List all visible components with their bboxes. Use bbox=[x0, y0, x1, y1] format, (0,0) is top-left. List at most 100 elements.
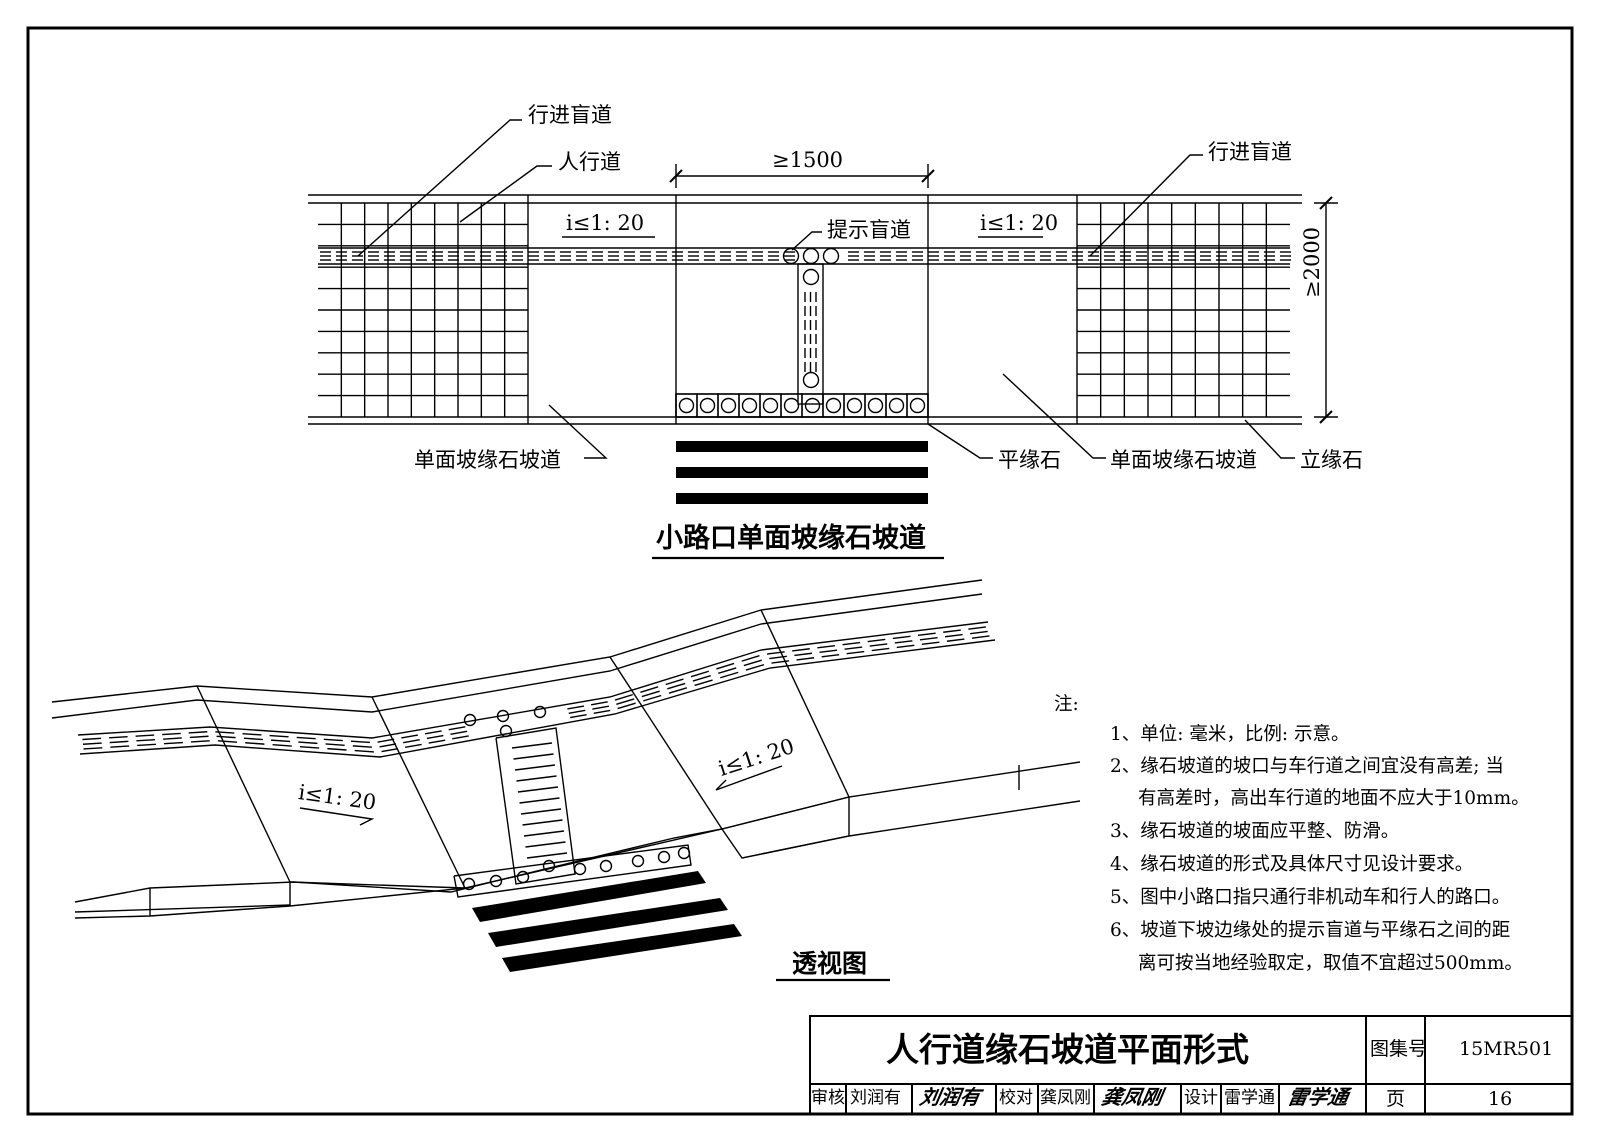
crosswalk-stripe bbox=[676, 441, 928, 452]
tactile-bar bbox=[665, 678, 684, 686]
atlas-number: 15MR501 bbox=[1459, 1038, 1554, 1060]
note-item: 4、缘石坡道的形式及具体尺寸见设计要求。 bbox=[1110, 854, 1474, 875]
tactile-bar bbox=[426, 734, 444, 740]
warning-dot bbox=[463, 713, 477, 727]
tactile-bar bbox=[82, 742, 102, 745]
warning-dot bbox=[802, 371, 820, 389]
tactile-bar bbox=[640, 686, 659, 693]
sheet-border bbox=[26, 26, 1574, 1116]
tactile-bar bbox=[769, 655, 787, 660]
tactile-bar bbox=[164, 741, 183, 745]
tactile-bar bbox=[163, 737, 182, 740]
label-ramp-left: 单面坡缘石坡道 bbox=[414, 448, 561, 472]
drawing-title: 人行道缘石坡道平面形式 bbox=[886, 1030, 1249, 1069]
warning-dot bbox=[496, 709, 510, 723]
tactile-bar bbox=[946, 638, 965, 642]
tactile-bar bbox=[971, 635, 990, 639]
crosswalk-stripe bbox=[472, 871, 706, 922]
title-block bbox=[809, 1015, 1573, 1115]
note-item: 6、坡道下坡边缘处的提示盲道与平缘石之间的距 bbox=[1110, 920, 1511, 941]
tactile-bar bbox=[135, 734, 155, 737]
tactile-bar bbox=[590, 701, 608, 706]
tactile-bar bbox=[694, 679, 713, 687]
warning-dot bbox=[599, 859, 613, 873]
note-item: 2、缘石坡道的坡口与车行道之间宜没有高差; 当 bbox=[1110, 756, 1504, 777]
tactile-bar bbox=[896, 644, 915, 649]
guide-bar bbox=[522, 819, 563, 826]
tactile-bar bbox=[217, 740, 238, 743]
review-label: 审核 bbox=[811, 1088, 845, 1108]
warning-dot bbox=[542, 859, 556, 873]
warning-dot bbox=[909, 397, 926, 414]
tactile-bar bbox=[350, 740, 370, 744]
crosswalk-stripe bbox=[676, 493, 928, 504]
warning-dot bbox=[846, 397, 863, 414]
sidewalk-paving-left bbox=[318, 203, 528, 417]
tactile-bar bbox=[892, 635, 911, 640]
guide-bar bbox=[526, 852, 568, 859]
warning-dot bbox=[888, 397, 905, 414]
label-ramp-right: 单面坡缘石坡道 bbox=[1110, 448, 1257, 472]
tactile-bar bbox=[894, 640, 913, 644]
tactile-bar bbox=[568, 709, 586, 714]
tactile-bar bbox=[745, 663, 765, 671]
tactile-bar bbox=[109, 740, 129, 744]
warning-dot bbox=[677, 846, 691, 860]
warning-dot bbox=[631, 854, 645, 868]
guide-bar bbox=[517, 786, 559, 793]
tactile-bar bbox=[643, 694, 662, 702]
tactile-bar bbox=[450, 730, 468, 735]
note-item: 有高差时，高出车行道的地面不应大于10mm。 bbox=[1138, 788, 1530, 809]
tactile-bar bbox=[846, 650, 865, 655]
tactile-bar bbox=[403, 739, 420, 744]
warning-dot bbox=[573, 862, 587, 876]
warning-dot bbox=[462, 877, 476, 891]
tactile-bar bbox=[245, 742, 265, 745]
tactile-bar bbox=[819, 649, 838, 654]
checker-name: 龚凤刚 bbox=[1040, 1088, 1091, 1108]
tactile-bar bbox=[716, 662, 735, 670]
tactile-bar bbox=[871, 647, 890, 652]
crosswalk-stripe bbox=[502, 924, 742, 972]
tactile-bar bbox=[817, 644, 836, 649]
tactile-bar bbox=[424, 730, 442, 735]
tactile-bar bbox=[720, 671, 739, 679]
label-flat-curb: 平缘石 bbox=[998, 448, 1061, 472]
tactile-bar bbox=[917, 632, 936, 637]
tactile-bar bbox=[821, 653, 840, 658]
label-warning-path: 提示盲道 bbox=[827, 218, 911, 242]
note-item: 5、图中小路口指只通行非机动车和行人的路口。 bbox=[1110, 887, 1511, 908]
tactile-bar bbox=[743, 659, 762, 667]
tactile-bar bbox=[567, 705, 585, 710]
tactile-bar bbox=[692, 674, 711, 682]
atlas-label: 图集号 bbox=[1370, 1038, 1428, 1060]
tactile-bar bbox=[272, 744, 292, 747]
designer-signature: 雷学通 bbox=[1285, 1085, 1351, 1109]
warning-dot bbox=[782, 247, 800, 265]
vertical-guide-bars bbox=[804, 292, 817, 372]
tactile-bar bbox=[771, 660, 790, 664]
tactile-bar bbox=[188, 731, 208, 734]
tactile-bar bbox=[242, 732, 262, 736]
tactile-bar bbox=[970, 630, 988, 635]
tactile-bar bbox=[269, 734, 289, 738]
warning-dot bbox=[489, 874, 503, 888]
tactile-bar bbox=[108, 735, 128, 739]
tactile-bar bbox=[919, 636, 938, 641]
warning-dot bbox=[825, 397, 842, 414]
tactile-bar bbox=[401, 734, 419, 739]
tactile-bar bbox=[617, 702, 636, 710]
guide-bar bbox=[514, 764, 556, 771]
tactile-bar bbox=[592, 705, 610, 710]
note-item: 3、缘石坡道的坡面应平整、防滑。 bbox=[1110, 821, 1400, 842]
warning-tactile-dots bbox=[675, 247, 929, 418]
warning-dot bbox=[804, 397, 821, 414]
warning-dot bbox=[516, 870, 530, 884]
tactile-bar bbox=[944, 633, 963, 638]
guide-bar bbox=[520, 808, 562, 815]
warning-dot bbox=[802, 247, 820, 265]
tactile-bar bbox=[404, 743, 422, 749]
dimension-depth: ≥2000 bbox=[1300, 226, 1324, 298]
tactile-bar bbox=[296, 736, 316, 740]
checker-signature: 龚凤刚 bbox=[1099, 1085, 1165, 1109]
